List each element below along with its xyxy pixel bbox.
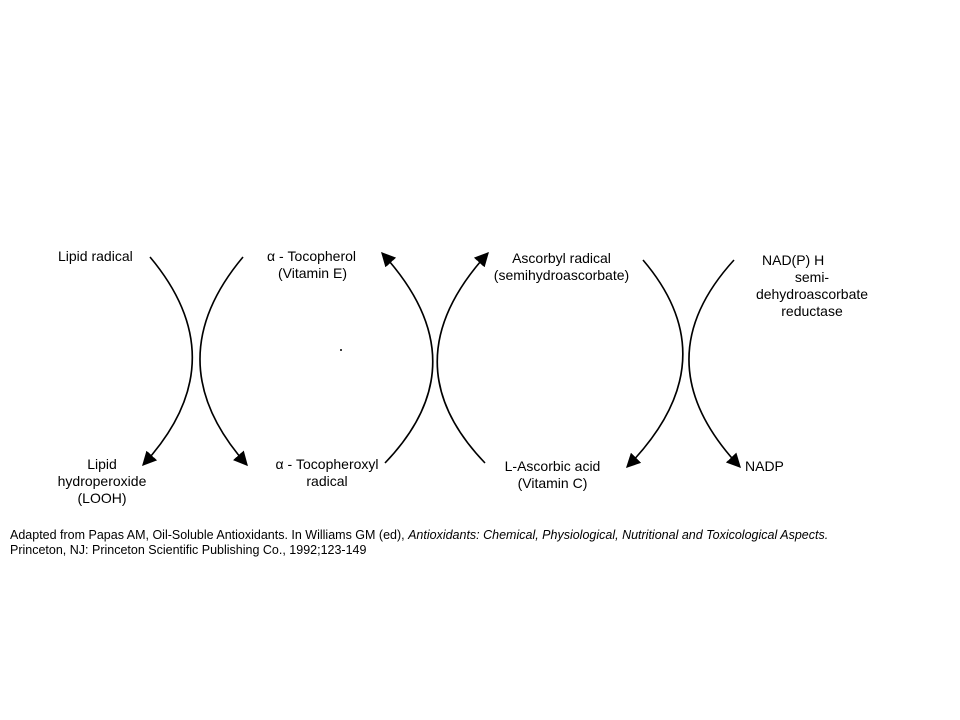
stray-dot bbox=[340, 349, 342, 351]
label-ascorbic-acid-line2: (Vitamin C) bbox=[517, 475, 588, 491]
arrow-lipid-radical-to-hydroperoxide bbox=[142, 256, 194, 467]
label-tocopherol-line1: α - Tocopherol bbox=[267, 248, 357, 264]
label-lipid-hydroperoxide-line1: Lipid bbox=[87, 456, 117, 472]
label-lipid-hydroperoxide: Lipid hydroperoxide (LOOH) bbox=[52, 456, 152, 507]
citation-title: Antioxidants: Chemical, Physiological, N… bbox=[408, 528, 829, 542]
label-tocopheroxyl-radical: α - Tocopheroxyl radical bbox=[262, 456, 392, 490]
label-nadp: NADP bbox=[745, 458, 784, 474]
arrow-ascorbic-acid-to-ascorbyl-radical bbox=[436, 251, 489, 464]
label-ascorbyl-radical-line2: (semihydroascorbate) bbox=[493, 267, 630, 283]
label-ascorbic-acid-line1: L-Ascorbic acid bbox=[504, 458, 601, 474]
label-nadph-line2: semi- bbox=[794, 269, 830, 285]
label-tocopherol-line2: (Vitamin E) bbox=[278, 265, 347, 281]
label-ascorbic-acid: L-Ascorbic acid (Vitamin C) bbox=[490, 458, 615, 492]
label-lipid-hydroperoxide-line2: hydroperoxide bbox=[57, 473, 147, 489]
label-ascorbyl-radical: Ascorbyl radical (semihydroascorbate) bbox=[484, 250, 639, 284]
arrow-tocopheroxyl-to-tocopherol bbox=[381, 251, 434, 464]
label-nadph-line1: NAD(P) H bbox=[762, 252, 825, 268]
arrow-tocopherol-to-tocopheroxyl bbox=[199, 256, 248, 467]
label-tocopheroxyl-line1: α - Tocopheroxyl bbox=[275, 456, 379, 472]
arrow-ascorbyl-radical-to-ascorbic-acid bbox=[625, 259, 684, 469]
label-tocopheroxyl-line2: radical bbox=[306, 473, 348, 489]
citation-part2: Princeton, NJ: Princeton Scientific Publ… bbox=[10, 543, 367, 557]
label-ascorbyl-radical-line1: Ascorbyl radical bbox=[512, 250, 611, 266]
citation: Adapted from Papas AM, Oil-Soluble Antio… bbox=[10, 528, 870, 558]
label-tocopherol: α - Tocopherol (Vitamin E) bbox=[267, 248, 356, 282]
label-nadph-line4: reductase bbox=[781, 303, 843, 319]
label-nadph-line3: dehydroascorbate bbox=[755, 286, 869, 302]
label-lipid-hydroperoxide-line3: (LOOH) bbox=[77, 490, 127, 506]
label-lipid-radical: Lipid radical bbox=[58, 248, 133, 264]
label-nadph-reductase: NAD(P) H semi- dehydroascorbate reductas… bbox=[753, 252, 871, 320]
citation-part1: Adapted from Papas AM, Oil-Soluble Antio… bbox=[10, 528, 409, 542]
arrow-nadph-to-nadp bbox=[688, 259, 741, 469]
